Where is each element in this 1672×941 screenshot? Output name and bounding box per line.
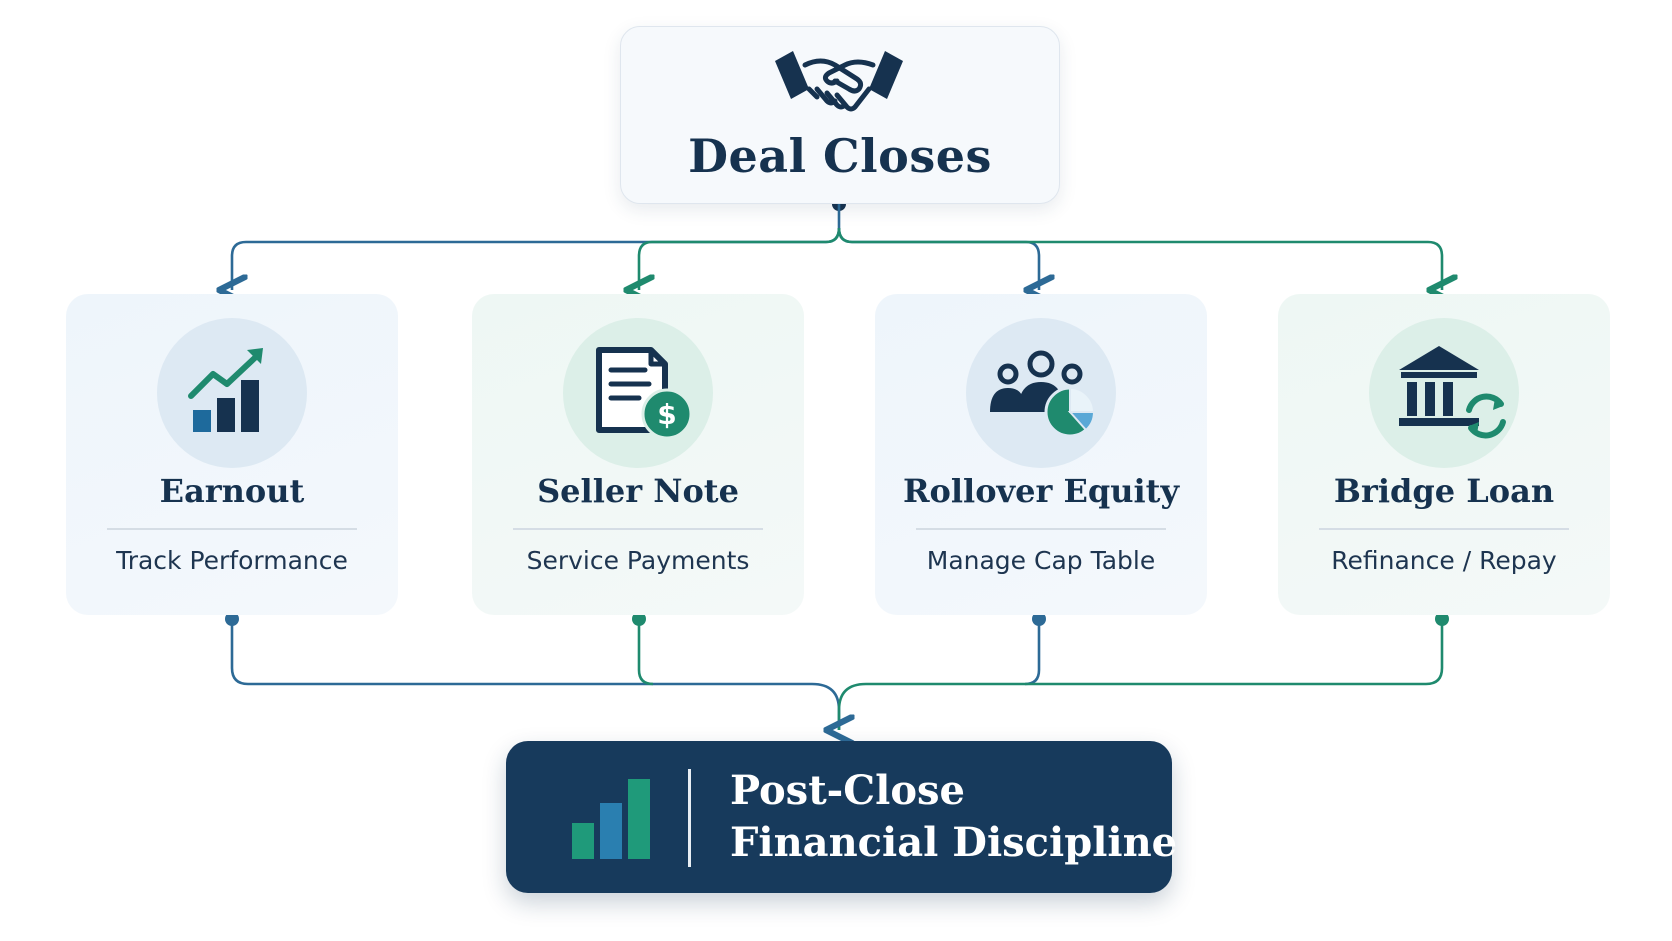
card-title: Earnout xyxy=(159,472,305,510)
card-icon-circle: $ xyxy=(563,318,713,468)
card-bridge-loan: Bridge Loan Refinance / Repay xyxy=(1278,294,1610,615)
card-icon-circle xyxy=(966,318,1116,468)
deal-closes-title: Deal Closes xyxy=(688,129,992,183)
card-icon-circle xyxy=(157,318,307,468)
card-icon-circle xyxy=(1369,318,1519,468)
card-divider xyxy=(1319,528,1569,530)
bottom-merge-line-3 xyxy=(1024,619,1041,686)
post-close-title-line-2: Financial Discipline xyxy=(730,819,1178,866)
post-close-box: Post-Close Financial Discipline xyxy=(506,741,1177,893)
card-title: Seller Note xyxy=(537,472,739,510)
card-divider xyxy=(513,528,763,530)
growth-chart-icon xyxy=(188,348,263,432)
handshake-icon xyxy=(775,51,903,112)
post-close-title-line-1: Post-Close xyxy=(730,767,965,814)
bank-refresh-icon xyxy=(1399,346,1506,439)
deal-closes-box: Deal Closes xyxy=(620,26,1060,204)
card-seller-note: $ Seller Note Service Payments xyxy=(472,294,804,615)
people-pie-icon xyxy=(990,350,1096,438)
card-earnout: Earnout Track Performance xyxy=(66,294,398,615)
card-title: Rollover Equity xyxy=(902,472,1180,510)
card-subtitle: Service Payments xyxy=(526,546,750,575)
top-branch-line-3 xyxy=(837,227,1039,290)
card-divider xyxy=(916,528,1166,530)
top-branch-line-4 xyxy=(837,227,1442,290)
card-divider xyxy=(107,528,357,530)
document-dollar-icon: $ xyxy=(596,347,693,440)
card-subtitle: Track Performance xyxy=(116,546,348,575)
vertical-divider xyxy=(688,769,691,867)
bottom-merge-line-2 xyxy=(637,619,654,686)
card-subtitle: Manage Cap Table xyxy=(926,546,1156,575)
card-subtitle: Refinance / Repay xyxy=(1331,546,1557,575)
top-branch-line-2 xyxy=(639,227,841,290)
bar-chart-icon xyxy=(572,779,650,859)
bottom-merge-line-4 xyxy=(839,619,1444,730)
card-rollover-equity: Rollover Equity Manage Cap Table xyxy=(875,294,1207,615)
top-stem-line xyxy=(232,204,841,290)
card-title: Bridge Loan xyxy=(1333,472,1555,510)
svg-text:$: $ xyxy=(657,398,676,431)
bottom-merge-line-1 xyxy=(230,619,841,730)
